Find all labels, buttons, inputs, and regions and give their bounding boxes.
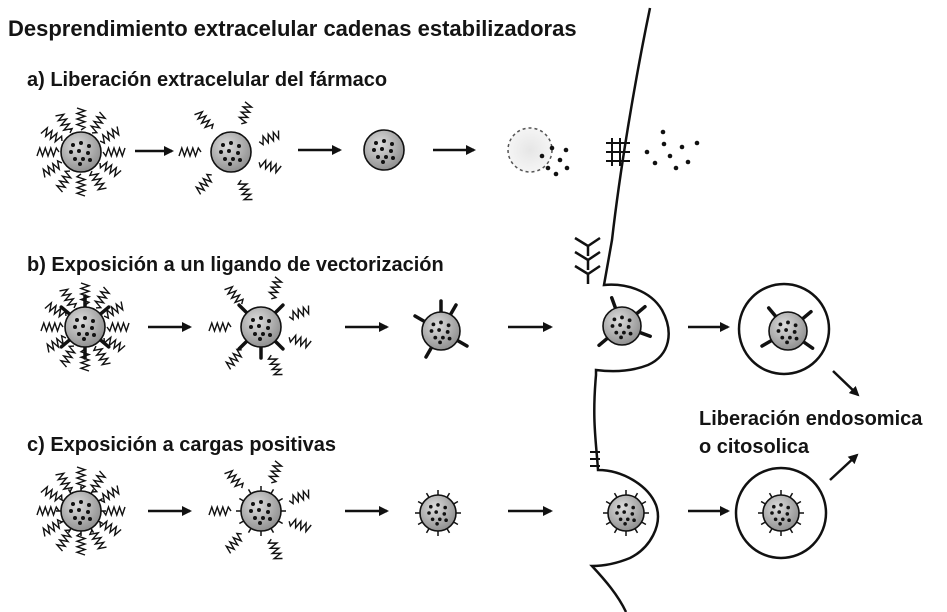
nanoparticle-icon [40,282,130,372]
endosome-vesicle-b [737,282,831,376]
nanoparticle-icon [415,490,461,536]
nanoparticle-icon [603,490,649,536]
membrane-charges-icon [590,451,600,467]
row-a-arrows [135,145,476,156]
nanoparticle-icon [363,129,405,171]
row-b-label: b) Exposición a un ligando de vectorizac… [27,254,444,276]
nanoparticle-icon [208,276,312,376]
nanoparticle-icon [758,490,804,536]
endosome-vesicle-c [734,466,828,560]
nanoparticle-icon [36,107,126,197]
nanoparticle-icon [36,466,126,556]
particles-layer [36,101,815,560]
receptor-icons [574,236,601,284]
nanoparticle-icon [208,460,312,560]
release-arrows [829,370,860,481]
nanoparticle-icon [760,306,815,351]
page-title: Desprendimiento extracelular cadenas est… [8,16,577,41]
nanoparticle-icon [413,299,469,359]
release-label-line2: o citosolica [699,436,810,458]
membrane-channels [606,138,630,166]
released-drug-dots [539,145,570,177]
row-a-label: a) Liberación extracelular del fármaco [27,69,388,91]
nanoparticle-icon [178,101,282,201]
row-c-label: c) Exposición a cargas positivas [27,434,337,456]
nanoparticle-icon [597,296,652,348]
release-label: Liberación endosomica o citosolica [699,405,922,461]
release-label-line1: Liberación endosomica [699,408,923,430]
dissolving-particle [507,127,553,173]
cell-membrane [589,7,670,612]
intracellular-drug-dots [644,129,700,171]
